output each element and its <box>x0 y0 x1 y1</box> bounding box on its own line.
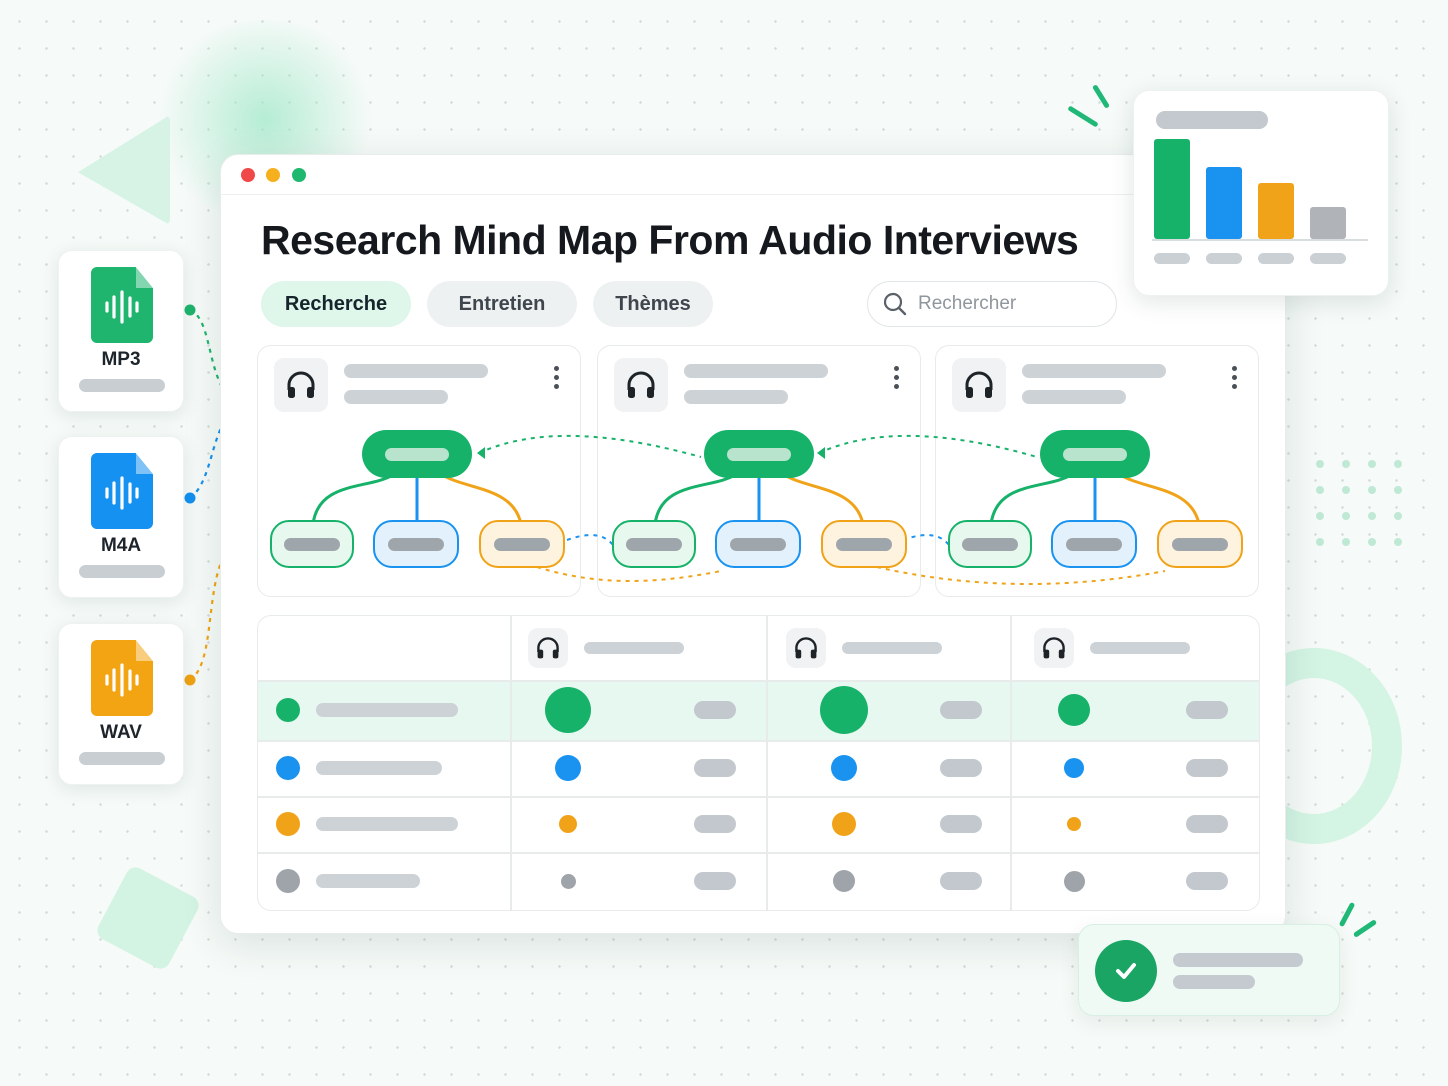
comparison-table <box>257 615 1260 911</box>
tab-themes[interactable]: Thèmes <box>593 281 713 327</box>
table-cell-placeholder <box>694 759 736 777</box>
row-color-dot <box>276 698 300 722</box>
table-cell-dot <box>545 687 591 733</box>
page-title: Research Mind Map From Audio Interviews <box>261 217 1079 263</box>
table-cell-placeholder <box>694 815 736 833</box>
file-name-placeholder <box>79 752 165 765</box>
success-toast[interactable] <box>1078 924 1340 1016</box>
table-cell-placeholder <box>940 815 982 833</box>
headphones-icon <box>528 628 568 668</box>
headphones-icon <box>1034 628 1074 668</box>
row-label-placeholder <box>316 761 442 775</box>
window-close-button[interactable] <box>241 168 255 182</box>
column-header-placeholder <box>1090 642 1190 654</box>
check-icon <box>1095 940 1157 1002</box>
table-cell-dot <box>1058 694 1090 726</box>
kebab-menu-icon[interactable] <box>554 366 560 394</box>
window-maximize-button[interactable] <box>292 168 306 182</box>
table-cell-dot <box>555 755 581 781</box>
audio-file-icon <box>91 640 153 716</box>
table-cell-placeholder <box>940 701 982 719</box>
table-cell-dot <box>832 812 856 836</box>
kebab-menu-icon[interactable] <box>894 366 900 394</box>
mind-map-tree <box>270 430 565 568</box>
chart-bar <box>1154 139 1190 239</box>
window-minimize-button[interactable] <box>266 168 280 182</box>
mind-map-tree <box>612 430 907 568</box>
search-bar[interactable] <box>867 281 1117 327</box>
file-format-label: M4A <box>100 535 142 556</box>
app-window: Research Mind Map From Audio Interviews … <box>220 154 1286 934</box>
kebab-menu-icon[interactable] <box>1232 366 1238 394</box>
file-name-placeholder <box>79 379 165 392</box>
table-cell-dot <box>1063 870 1085 892</box>
row-color-dot <box>276 869 300 893</box>
table-cell-placeholder <box>1186 872 1228 890</box>
row-label-placeholder <box>316 817 458 831</box>
headphones-icon <box>274 358 328 412</box>
mind-map-diagram <box>477 434 1166 585</box>
table-cell-dot <box>1064 758 1084 778</box>
table-cell-placeholder <box>940 759 982 777</box>
mini-bar-chart <box>1152 139 1368 264</box>
headphones-icon <box>786 628 826 668</box>
file-card-wav[interactable]: WAV <box>58 623 184 785</box>
file-card-m4a[interactable]: M4A <box>58 436 184 598</box>
card-subtitle-placeholder <box>1022 390 1126 404</box>
chart-bar <box>1206 167 1242 239</box>
search-input[interactable] <box>918 293 1108 315</box>
card-title-placeholder <box>1022 364 1166 378</box>
mind-map-tree <box>948 430 1243 568</box>
card-subtitle-placeholder <box>344 390 448 404</box>
table-cell-dot <box>1067 817 1081 831</box>
card-title-placeholder <box>684 364 828 378</box>
audio-file-icon <box>91 453 153 529</box>
column-header-placeholder <box>842 642 942 654</box>
table-cell-placeholder <box>1186 815 1228 833</box>
table-cell-placeholder <box>694 872 736 890</box>
chart-title-placeholder <box>1156 111 1268 129</box>
table-cell-placeholder <box>1186 701 1228 719</box>
file-format-label: MP3 <box>101 349 141 370</box>
table-cell-dot <box>560 873 576 889</box>
table-cell-dot <box>820 686 868 734</box>
headphones-icon <box>614 358 668 412</box>
column-header-placeholder <box>584 642 684 654</box>
file-format-label: WAV <box>100 722 142 743</box>
table-cell-dot <box>831 755 857 781</box>
chart-bar <box>1258 183 1294 239</box>
row-color-dot <box>276 756 300 780</box>
window-titlebar <box>221 155 1285 195</box>
table-cell-dot <box>559 815 577 833</box>
table-cell-placeholder <box>694 701 736 719</box>
card-title-placeholder <box>344 364 488 378</box>
table-cell-placeholder <box>1186 759 1228 777</box>
file-name-placeholder <box>79 565 165 578</box>
toast-text-placeholder <box>1173 975 1255 989</box>
chart-tick-placeholder <box>1258 253 1294 264</box>
file-card-mp3[interactable]: MP3 <box>58 250 184 412</box>
search-icon <box>883 292 907 316</box>
table-cell-dot <box>833 870 855 892</box>
tab-recherche[interactable]: Recherche <box>261 281 411 327</box>
audio-file-icon <box>91 267 153 343</box>
chart-tick-placeholder <box>1310 253 1346 264</box>
row-color-dot <box>276 812 300 836</box>
row-label-placeholder <box>316 874 420 888</box>
chart-tick-placeholder <box>1206 253 1242 264</box>
table-cell-placeholder <box>940 872 982 890</box>
card-subtitle-placeholder <box>684 390 788 404</box>
decorative-dot-grid <box>1316 460 1402 546</box>
chart-tick-placeholder <box>1154 253 1190 264</box>
headphones-icon <box>952 358 1006 412</box>
row-label-placeholder <box>316 703 458 717</box>
chart-widget[interactable] <box>1133 90 1389 296</box>
toast-title-placeholder <box>1173 953 1303 967</box>
tab-entretien[interactable]: Entretien <box>427 281 577 327</box>
chart-bar <box>1310 207 1346 239</box>
